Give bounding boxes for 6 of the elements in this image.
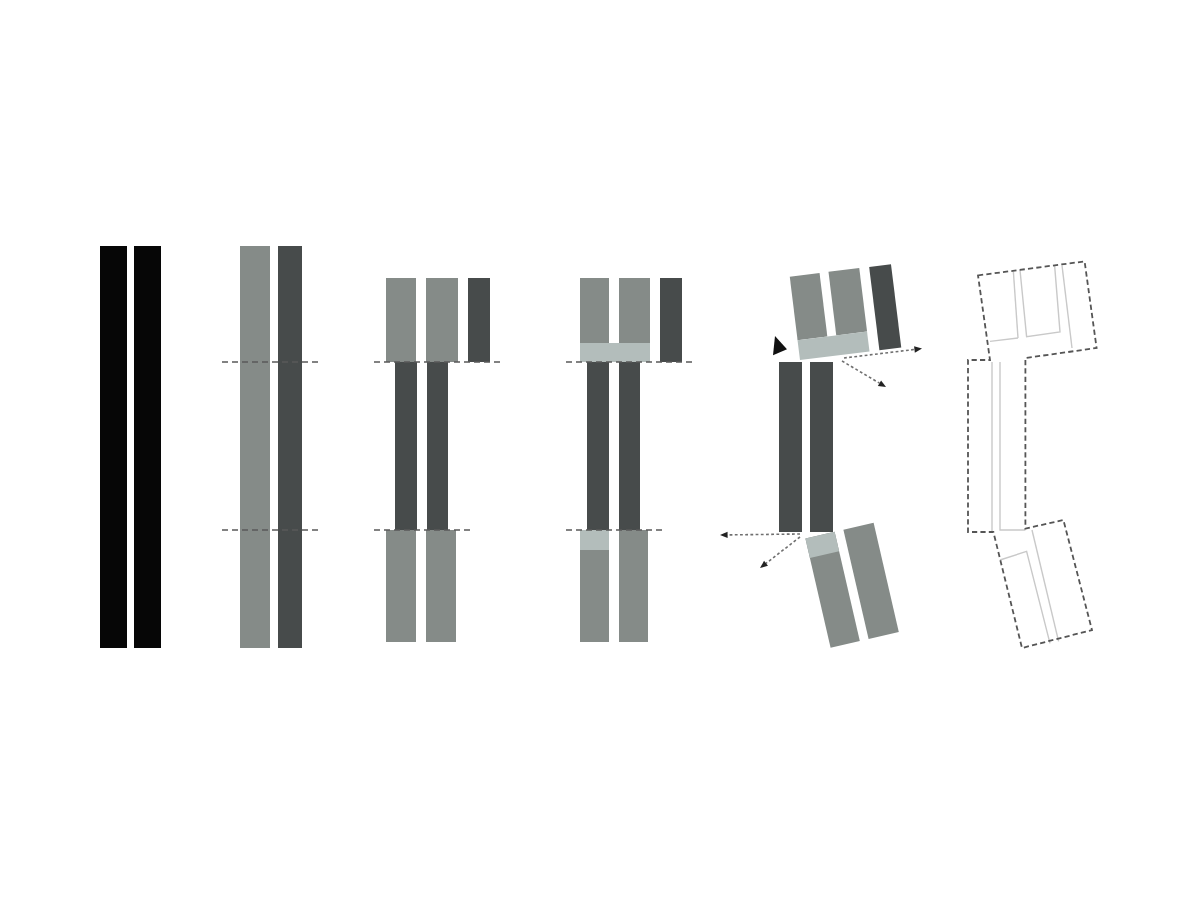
parallel-bars (100, 246, 161, 648)
bars-with-cut-lines (221, 246, 319, 648)
dashed-outline-plan (967, 260, 1098, 650)
segmented-bars (373, 278, 505, 642)
segmented-bars-with-links (565, 278, 697, 642)
rotated-segments (779, 264, 902, 648)
